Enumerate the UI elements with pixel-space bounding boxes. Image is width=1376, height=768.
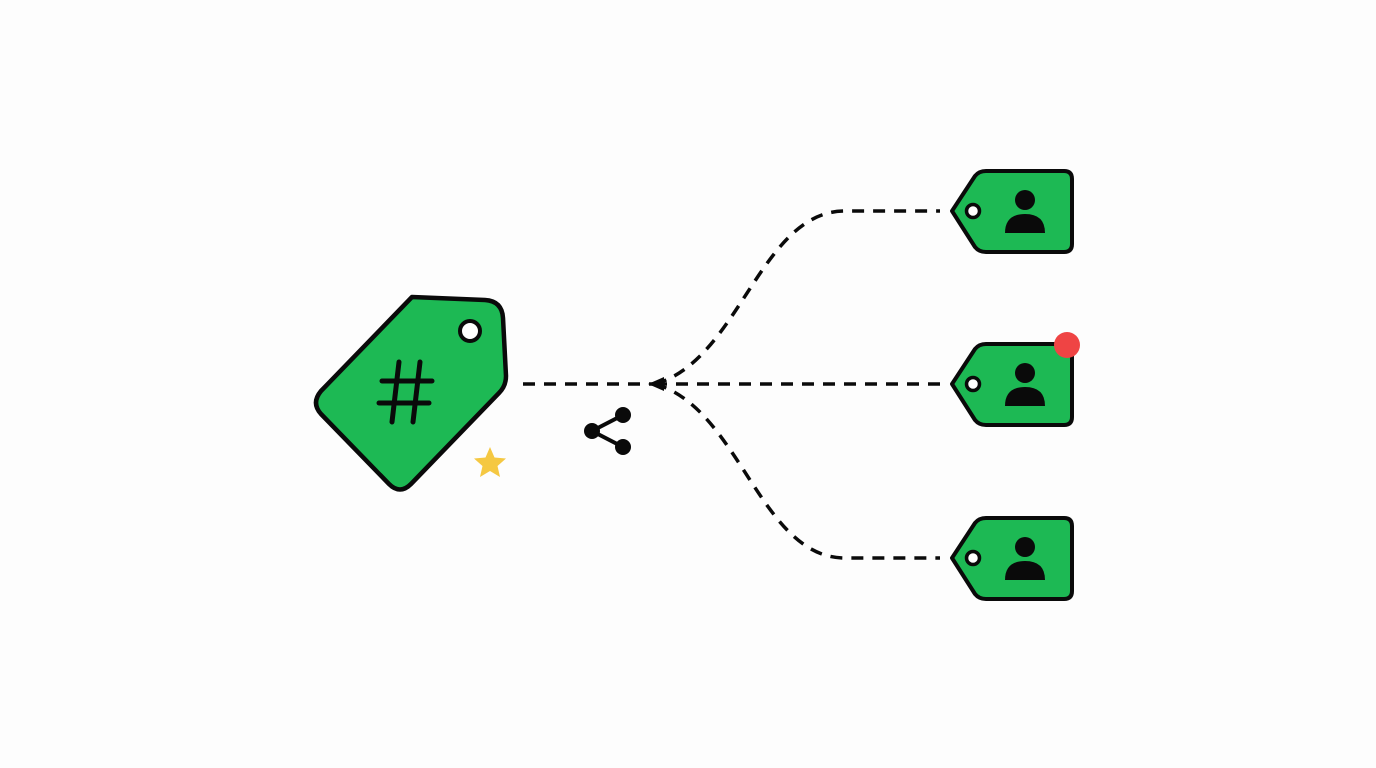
junction-arrow bbox=[648, 377, 664, 391]
source-hashtag-tag[interactable] bbox=[313, 294, 509, 492]
notification-dot-icon bbox=[1054, 332, 1080, 358]
user-tag-bottom[interactable] bbox=[950, 516, 1074, 601]
tag-hole-icon bbox=[458, 319, 482, 343]
connectors bbox=[523, 209, 940, 560]
user-tag-middle[interactable] bbox=[950, 342, 1074, 427]
star-icon bbox=[474, 447, 506, 477]
user-tag-top[interactable] bbox=[950, 169, 1074, 254]
share-icon[interactable] bbox=[584, 407, 631, 455]
hashtag-icon bbox=[376, 359, 435, 425]
connector-bottom bbox=[654, 382, 940, 560]
connector-top bbox=[654, 209, 940, 386]
